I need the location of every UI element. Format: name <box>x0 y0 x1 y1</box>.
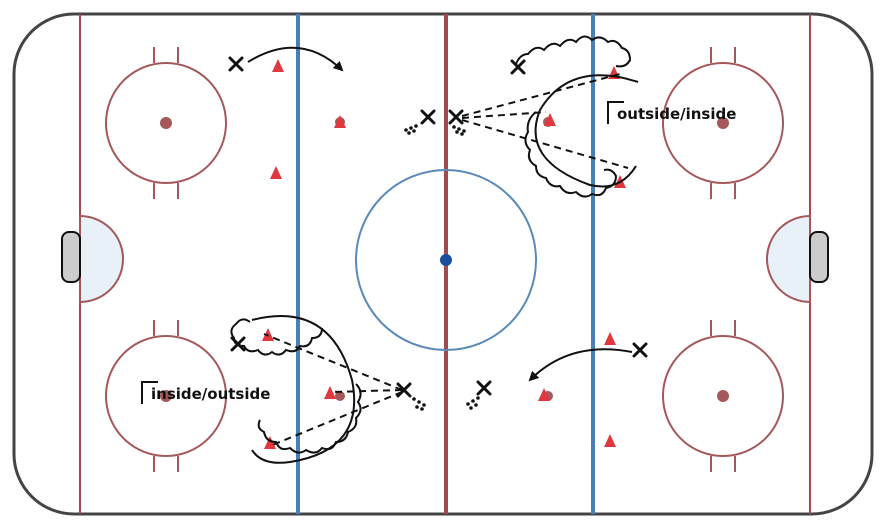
label-bracket-icon <box>607 101 624 124</box>
pass-dashed-path <box>461 73 621 117</box>
faceoff-circle-bottom-right <box>662 320 784 472</box>
skate-arrow-path <box>528 348 633 382</box>
pass-dashed-path <box>461 111 547 119</box>
wavy-skate-path <box>515 35 632 68</box>
cone-icon <box>262 328 274 341</box>
center-faceoff-dot <box>440 254 452 266</box>
pucks <box>404 124 480 411</box>
player-x-icon <box>448 109 464 125</box>
goal-crease-right <box>766 214 811 304</box>
puck-cluster-icon <box>466 396 480 410</box>
pass-dashed-path <box>461 119 629 169</box>
player-x-icon <box>632 342 648 358</box>
wavy-skate-path <box>230 318 323 356</box>
faceoff-circle-top-left <box>105 47 227 199</box>
cone-icon <box>270 166 282 179</box>
puck-cluster-icon <box>452 125 466 136</box>
label-inside-outside: inside/outside <box>151 385 270 403</box>
label-bracket-icon <box>141 381 158 404</box>
pass-dashed-path <box>263 333 403 391</box>
cone-icon <box>604 332 616 345</box>
cones <box>262 59 626 449</box>
faceoff-circle-bottom-left <box>105 320 227 472</box>
label-bottom-left: inside/outside <box>141 381 270 404</box>
player-x-icon <box>420 109 436 125</box>
puck-cluster-icon <box>412 397 426 411</box>
net-left <box>61 231 81 283</box>
puck-cluster-icon <box>404 124 418 135</box>
solid-skate-path <box>251 315 356 464</box>
goal-crease-left <box>79 214 124 304</box>
cone-icon <box>264 436 276 449</box>
net-right <box>809 231 829 283</box>
players <box>228 56 648 398</box>
player-x-icon <box>396 382 412 398</box>
label-top-right: outside/inside <box>607 101 736 124</box>
player-x-icon <box>510 59 526 75</box>
cone-icon <box>544 113 556 126</box>
label-outside-inside: outside/inside <box>617 105 736 123</box>
cone-icon <box>604 434 616 447</box>
skating-paths <box>230 35 639 464</box>
solid-skate-path <box>534 74 639 188</box>
skate-arrow-path <box>247 46 344 72</box>
cone-icon <box>272 59 284 72</box>
faceoff-circle-top-right <box>662 47 784 199</box>
player-x-icon <box>476 380 492 396</box>
center-circle <box>355 169 537 351</box>
cone-icon <box>334 115 346 128</box>
cone-icon <box>538 388 550 401</box>
player-x-icon <box>228 56 244 72</box>
neutral-dot-bottom-left <box>335 391 345 401</box>
cone-icon <box>324 386 336 399</box>
wavy-skate-path <box>257 383 362 454</box>
